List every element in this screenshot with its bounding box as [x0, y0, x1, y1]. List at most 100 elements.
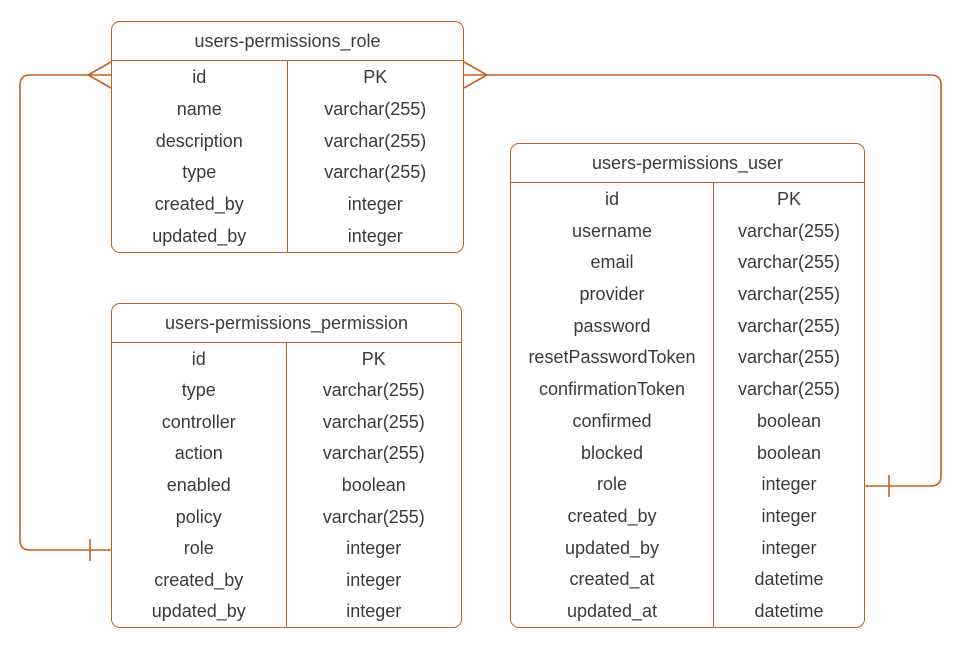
field-name-cell: role: [112, 532, 287, 564]
table-row: password varchar(255): [511, 309, 864, 342]
field-type-cell: varchar(255): [322, 411, 425, 432]
field-type-cell: PK: [361, 348, 386, 369]
field-name-cell: updated_by: [112, 220, 288, 252]
table-row: action varchar(255): [112, 437, 461, 470]
field-name-cell: created_at: [511, 563, 714, 596]
table-title-label: users-permissions_permission: [164, 313, 409, 333]
field-name-cell: created_by: [112, 188, 288, 221]
field-name-cell: role: [511, 468, 714, 501]
field-name-cell: updated_by: [112, 595, 287, 628]
field-type-cell: varchar(255): [322, 380, 425, 401]
field-type-cell: PK: [776, 188, 801, 209]
field-type-cell: varchar(255): [737, 252, 840, 273]
field-name-cell: confirmationToken: [511, 373, 714, 406]
erd-table-users-permissions-permission: users-permissions_permission id PK type var…: [111, 303, 462, 628]
table-row: created_by integer: [112, 188, 463, 221]
table-row: created_by integer: [112, 563, 461, 596]
table-row: description varchar(255): [112, 124, 463, 157]
field-name-cell: updated_at: [511, 595, 714, 628]
field-type-cell: varchar(255): [324, 162, 427, 183]
table-row: email varchar(255): [511, 246, 864, 279]
field-type-cell: varchar(255): [737, 379, 840, 400]
table-row: confirmed boolean: [511, 405, 864, 437]
table-rows: id PK name varchar(255) description varchar(2…: [112, 61, 463, 252]
table-title: users-permissions_user: [511, 144, 864, 183]
field-type-cell: varchar(255): [322, 443, 425, 464]
table-row: name varchar(255): [112, 92, 463, 125]
field-name-cell: type: [112, 374, 287, 407]
field-name-cell: email: [511, 246, 714, 279]
table-row: policy varchar(255): [112, 500, 461, 533]
field-name-cell: username: [511, 214, 714, 247]
connector-line: [19, 74, 111, 551]
field-name-cell: resetPasswordToken: [511, 341, 714, 374]
field-type-cell: integer: [346, 538, 402, 559]
table-row: enabled boolean: [112, 469, 461, 501]
field-name-cell: created_by: [112, 563, 287, 596]
field-type-cell: integer: [347, 194, 403, 215]
field-type-cell: varchar(255): [737, 315, 840, 336]
table-row: updated_by integer: [511, 531, 864, 564]
field-type-cell: boolean: [756, 410, 822, 431]
field-name-cell: id: [112, 61, 288, 93]
table-row: confirmationToken varchar(255): [511, 373, 864, 406]
field-type-cell: integer: [761, 537, 817, 558]
field-name-cell: created_by: [511, 500, 714, 532]
crow-foot-many-icon: [86, 61, 112, 89]
table-row: created_by integer: [511, 500, 864, 532]
field-type-cell: integer: [761, 506, 817, 527]
field-type-cell: integer: [346, 601, 402, 622]
table-title-label: users-permissions_role: [194, 31, 381, 51]
table-row: id PK: [112, 343, 461, 375]
field-type-cell: varchar(255): [324, 130, 427, 151]
table-row: role integer: [511, 468, 864, 501]
table-rows: id PK type varchar(255) controller varchar(25…: [112, 343, 461, 628]
field-type-cell: varchar(255): [737, 220, 840, 241]
table-row: username varchar(255): [511, 214, 864, 247]
field-name-cell: controller: [112, 406, 287, 438]
crow-foot-many-icon: [463, 61, 489, 89]
field-name-cell: enabled: [112, 469, 287, 501]
field-type-cell: datetime: [754, 601, 824, 622]
erd-table-users-permissions-role: users-permissions_role id PK name varchar(2…: [111, 21, 464, 253]
table-title: users-permissions_role: [112, 22, 463, 61]
field-name-cell: updated_by: [511, 531, 714, 564]
field-name-cell: name: [112, 92, 288, 125]
field-type-cell: integer: [346, 569, 402, 590]
table-title: users-permissions_permission: [112, 304, 461, 343]
table-row: provider varchar(255): [511, 278, 864, 310]
field-type-cell: varchar(255): [737, 284, 840, 305]
field-name-cell: blocked: [511, 436, 714, 469]
field-name-cell: action: [112, 437, 287, 470]
field-name-cell: confirmed: [511, 405, 714, 437]
field-type-cell: boolean: [756, 442, 822, 463]
table-row: controller varchar(255): [112, 406, 461, 438]
field-name-cell: policy: [112, 500, 287, 533]
table-row: role integer: [112, 532, 461, 564]
table-row: blocked boolean: [511, 436, 864, 469]
table-row: updated_by integer: [112, 595, 461, 628]
table-row: created_at datetime: [511, 563, 864, 596]
field-type-cell: PK: [363, 66, 388, 87]
field-type-cell: datetime: [754, 569, 824, 590]
table-row: updated_at datetime: [511, 595, 864, 628]
table-row: id PK: [112, 61, 463, 93]
field-name-cell: id: [112, 343, 287, 375]
table-title-label: users-permissions_user: [591, 153, 784, 173]
field-type-cell: varchar(255): [737, 347, 840, 368]
field-type-cell: varchar(255): [324, 98, 427, 119]
field-type-cell: boolean: [341, 475, 406, 496]
field-type-cell: varchar(255): [322, 506, 425, 527]
connector-role-to-permission: [19, 61, 112, 561]
field-name-cell: password: [511, 309, 714, 342]
field-type-cell: integer: [761, 474, 817, 495]
table-row: type varchar(255): [112, 374, 461, 407]
field-name-cell: provider: [511, 278, 714, 310]
field-name-cell: description: [112, 124, 288, 157]
